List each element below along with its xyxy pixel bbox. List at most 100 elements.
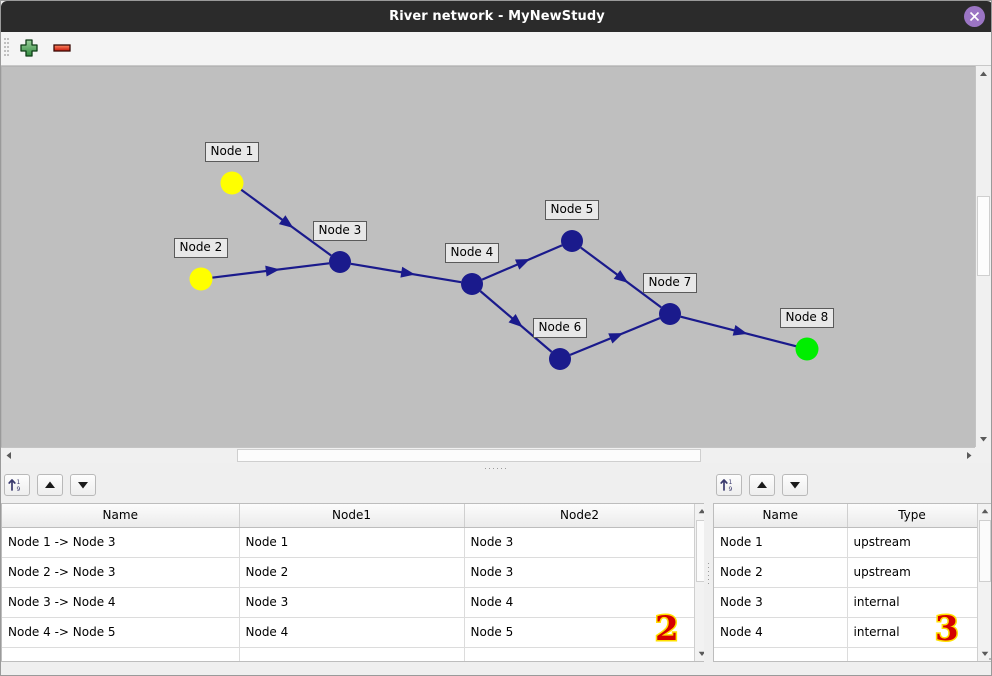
column-header[interactable]: Node1 bbox=[239, 504, 465, 528]
scroll-up-icon[interactable] bbox=[695, 504, 709, 519]
scroll-down-glyph bbox=[981, 651, 989, 656]
graph-horizontal-scrollbar[interactable] bbox=[1, 447, 991, 463]
table-cell[interactable]: upstream bbox=[847, 557, 978, 588]
table-cell[interactable]: upstream bbox=[847, 527, 978, 558]
graph-node[interactable] bbox=[795, 337, 819, 361]
graph-node[interactable] bbox=[461, 273, 483, 295]
scroll-down-icon[interactable] bbox=[695, 646, 709, 661]
scroll-down-icon[interactable] bbox=[976, 431, 991, 447]
table-cell[interactable] bbox=[714, 647, 848, 661]
table-cell[interactable]: Node 1 -> Node 3 bbox=[2, 527, 240, 558]
scroll-up-icon[interactable] bbox=[978, 504, 991, 519]
table-cell[interactable]: Node 4 bbox=[239, 617, 465, 648]
table-cell[interactable] bbox=[2, 647, 240, 661]
svg-text:9: 9 bbox=[17, 486, 21, 493]
table-cell[interactable] bbox=[464, 647, 696, 661]
network-graph-canvas[interactable] bbox=[2, 67, 978, 448]
arrow-down-icon[interactable] bbox=[782, 474, 808, 496]
table-cell[interactable]: internal bbox=[847, 587, 978, 618]
table-cell[interactable]: Node 3 bbox=[464, 557, 696, 588]
graph-node-label[interactable]: Node 1 bbox=[204, 142, 260, 162]
scroll-right-icon[interactable] bbox=[961, 448, 977, 463]
graph-vertical-scrollbar[interactable] bbox=[975, 66, 991, 447]
scroll-up-glyph bbox=[981, 509, 989, 514]
scroll-right-glyph bbox=[967, 452, 972, 459]
table-cell[interactable]: Node 5 bbox=[464, 617, 696, 648]
graph-node-label[interactable]: Node 5 bbox=[544, 200, 600, 220]
table-cell[interactable]: Node 3 bbox=[714, 587, 848, 618]
graph-node[interactable] bbox=[659, 303, 681, 325]
graph-node[interactable] bbox=[189, 267, 213, 291]
annotation-marker-3: 3 bbox=[934, 608, 961, 651]
table-cell[interactable]: Node 4 bbox=[464, 587, 696, 618]
scroll-up-icon[interactable] bbox=[976, 66, 991, 82]
table-cell[interactable]: Node 4 bbox=[714, 617, 848, 648]
graph-vscroll-thumb[interactable] bbox=[977, 196, 990, 276]
table-row[interactable] bbox=[714, 647, 978, 661]
table-cell[interactable]: Node 3 bbox=[239, 587, 465, 618]
nodes-vscroll-thumb[interactable] bbox=[979, 520, 991, 582]
graph-node[interactable] bbox=[561, 230, 583, 252]
column-header[interactable]: Name bbox=[2, 504, 240, 528]
network-graph-panel[interactable]: Node 1 Node 2 Node 3 Node 4 Node 5 Node 6 Node… bbox=[1, 66, 991, 463]
graph-node-label[interactable]: Node 2 bbox=[173, 238, 229, 258]
table-cell[interactable]: Node 3 -> Node 4 bbox=[2, 587, 240, 618]
table-cell[interactable]: Node 2 -> Node 3 bbox=[2, 557, 240, 588]
arrow-up-icon[interactable] bbox=[37, 474, 63, 496]
close-icon[interactable] bbox=[964, 6, 985, 27]
toolbar-drag-handle[interactable] bbox=[4, 38, 9, 60]
scroll-up-glyph bbox=[980, 71, 987, 76]
graph-node-label[interactable]: Node 7 bbox=[642, 273, 698, 293]
table-cell[interactable]: Node 1 bbox=[714, 527, 848, 558]
table-cell[interactable]: internal bbox=[847, 617, 978, 648]
table-cell[interactable] bbox=[847, 647, 978, 661]
table-cell[interactable]: Node 3 bbox=[464, 527, 696, 558]
arrow-up-glyph bbox=[757, 481, 767, 488]
graph-node[interactable] bbox=[329, 251, 351, 273]
table-cell[interactable] bbox=[239, 647, 465, 661]
column-header[interactable]: Type bbox=[847, 504, 978, 528]
graph-node-label[interactable]: Node 4 bbox=[444, 243, 500, 263]
graph-node[interactable] bbox=[220, 171, 244, 195]
column-header[interactable]: Name bbox=[714, 504, 848, 528]
nodes-vertical-scrollbar[interactable] bbox=[977, 504, 991, 661]
arrow-up-icon[interactable] bbox=[749, 474, 775, 496]
vertical-splitter[interactable] bbox=[704, 473, 713, 668]
arrow-down-icon[interactable] bbox=[70, 474, 96, 496]
graph-node-label[interactable]: Node 8 bbox=[779, 308, 835, 328]
green-plus-icon[interactable] bbox=[18, 37, 44, 61]
table-row[interactable] bbox=[2, 647, 696, 661]
red-minus-icon[interactable] bbox=[51, 37, 77, 61]
graph-node[interactable] bbox=[549, 348, 571, 370]
graph-hscroll-thumb[interactable] bbox=[237, 449, 701, 462]
graph-node-label[interactable]: Node 6 bbox=[532, 318, 588, 338]
arrow-down-glyph bbox=[790, 482, 800, 489]
scroll-left-icon[interactable] bbox=[1, 448, 17, 463]
graph-node-label[interactable]: Node 3 bbox=[312, 221, 368, 241]
horizontal-splitter[interactable] bbox=[1, 464, 991, 473]
sort-ascending-icon[interactable]: 1 9 bbox=[716, 474, 742, 496]
table-cell[interactable]: Node 2 bbox=[239, 557, 465, 588]
column-header[interactable]: Node2 bbox=[464, 504, 696, 528]
scroll-down-icon[interactable] bbox=[978, 646, 991, 661]
table-cell[interactable]: Node 1 bbox=[239, 527, 465, 558]
table-cell[interactable]: Node 4 -> Node 5 bbox=[2, 617, 240, 648]
table-cell[interactable]: Node 2 bbox=[714, 557, 848, 588]
title-bar: River network - MyNewStudy bbox=[1, 1, 991, 32]
sort-ascending-icon[interactable]: 1 9 bbox=[4, 474, 30, 496]
close-glyph bbox=[969, 11, 980, 22]
